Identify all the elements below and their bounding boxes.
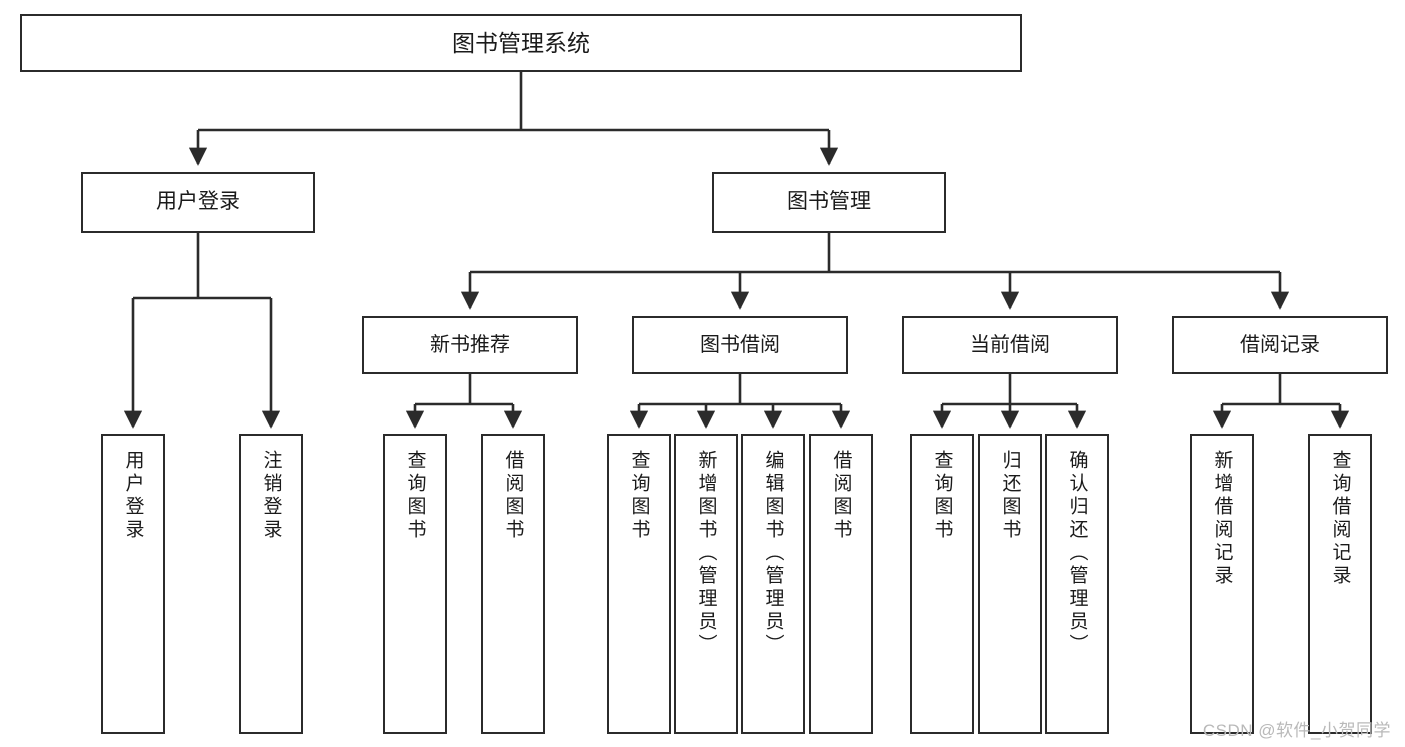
node-borrow-record-label: 借阅记录	[1240, 333, 1320, 356]
node-leaf-borrow-book-2[interactable]: 借阅图书	[809, 434, 873, 734]
node-leaf-return-book[interactable]: 归还图书	[978, 434, 1042, 734]
node-leaf-logout-login[interactable]: 注销登录	[239, 434, 303, 734]
node-leaf-query-book-2[interactable]: 查询图书	[607, 434, 671, 734]
node-leaf-query-book-3[interactable]: 查询图书	[910, 434, 974, 734]
node-new-book-recommend-label: 新书推荐	[430, 333, 510, 356]
node-leaf-query-record[interactable]: 查询借阅记录	[1308, 434, 1372, 734]
node-leaf-query-book-1[interactable]: 查询图书	[383, 434, 447, 734]
node-leaf-user-login-label: 用户登录	[122, 450, 144, 542]
node-leaf-edit-book-label: 编辑图书（管理员）	[762, 450, 784, 657]
node-leaf-query-book-3-label: 查询图书	[931, 450, 953, 542]
node-user-login[interactable]: 用户登录	[81, 172, 315, 233]
node-leaf-borrow-book-2-label: 借阅图书	[830, 450, 852, 542]
node-borrow-record[interactable]: 借阅记录	[1172, 316, 1388, 374]
node-book-borrow[interactable]: 图书借阅	[632, 316, 848, 374]
node-leaf-add-book-label: 新增图书（管理员）	[695, 450, 717, 657]
node-leaf-confirm-return[interactable]: 确认归还（管理员）	[1045, 434, 1109, 734]
node-leaf-borrow-book-1[interactable]: 借阅图书	[481, 434, 545, 734]
node-leaf-add-record[interactable]: 新增借阅记录	[1190, 434, 1254, 734]
node-leaf-add-record-label: 新增借阅记录	[1211, 450, 1233, 588]
node-leaf-borrow-book-1-label: 借阅图书	[502, 450, 524, 542]
node-book-borrow-label: 图书借阅	[700, 333, 780, 356]
node-leaf-user-login[interactable]: 用户登录	[101, 434, 165, 734]
node-leaf-return-book-label: 归还图书	[999, 450, 1021, 542]
node-new-book-recommend[interactable]: 新书推荐	[362, 316, 578, 374]
node-leaf-confirm-return-label: 确认归还（管理员）	[1066, 450, 1088, 657]
node-leaf-logout-login-label: 注销登录	[260, 450, 282, 542]
csdn-watermark: CSDN @软件_小贺同学	[1202, 721, 1391, 740]
node-user-login-label: 用户登录	[156, 190, 240, 214]
node-leaf-query-record-label: 查询借阅记录	[1329, 450, 1351, 588]
node-leaf-add-book[interactable]: 新增图书（管理员）	[674, 434, 738, 734]
node-book-manage-label: 图书管理	[787, 190, 871, 214]
node-current-borrow[interactable]: 当前借阅	[902, 316, 1118, 374]
node-root[interactable]: 图书管理系统	[20, 14, 1022, 72]
node-leaf-edit-book[interactable]: 编辑图书（管理员）	[741, 434, 805, 734]
node-current-borrow-label: 当前借阅	[970, 333, 1050, 356]
node-book-manage[interactable]: 图书管理	[712, 172, 946, 233]
node-leaf-query-book-1-label: 查询图书	[404, 450, 426, 542]
node-leaf-query-book-2-label: 查询图书	[628, 450, 650, 542]
node-root-label: 图书管理系统	[452, 29, 590, 56]
